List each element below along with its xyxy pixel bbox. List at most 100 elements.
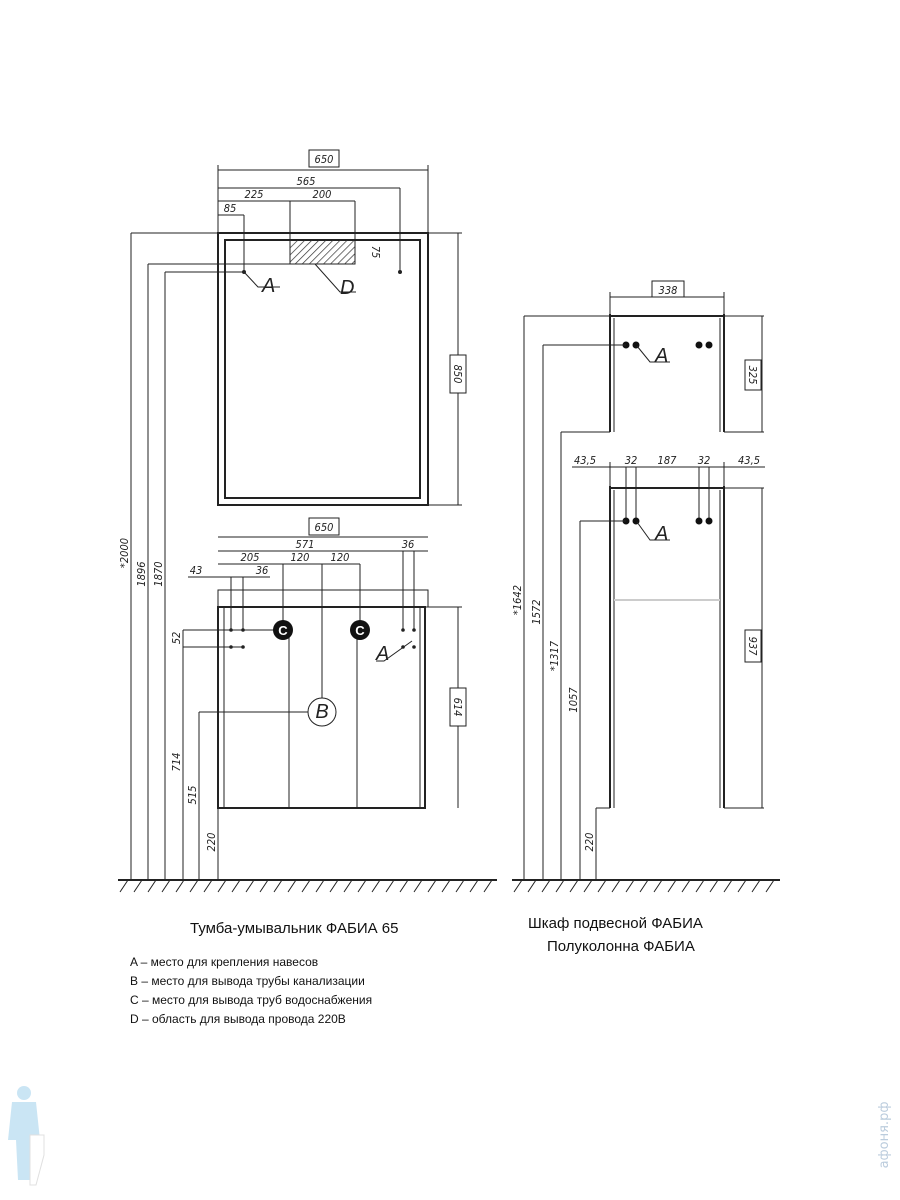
vanity-width: 650 [315, 521, 334, 534]
label-a: A [654, 345, 668, 367]
caption-vanity: Тумба-умывальник ФАБИА 65 [190, 920, 398, 937]
legend-item: D – область для вывода провода 220В [130, 1012, 346, 1026]
floor-hatch [385, 879, 395, 893]
dim-187: 187 [658, 454, 678, 467]
dim-571: 571 [296, 538, 315, 551]
label-a: A [375, 643, 389, 665]
floor-hatch [667, 879, 677, 893]
height-1572: 1572 [530, 599, 543, 624]
dim-43: 43 [190, 564, 203, 577]
dim-565: 565 [297, 175, 316, 188]
floor-hatch [161, 879, 171, 893]
floor-hatch [639, 879, 649, 893]
mirror-width: 650 [315, 153, 334, 166]
floor-hatch [527, 879, 537, 893]
floor-hatch [287, 879, 297, 893]
floor-hatch [611, 879, 621, 893]
height-714: 714 [170, 753, 183, 772]
floor-hatch [541, 879, 551, 893]
height-52: 52 [170, 632, 183, 645]
floor-hatch [653, 879, 663, 893]
legend-item: B – место для вывода трубы канализации [130, 974, 365, 988]
floor-hatch [259, 879, 269, 893]
legend: A – место для крепления навесов B – мест… [130, 955, 372, 1026]
legend-item: C – место для вывода труб водоснабжения [130, 993, 372, 1007]
floor-hatch [765, 879, 775, 893]
floor-hatch [133, 879, 143, 893]
dim-32: 32 [698, 454, 711, 467]
column-height: 937 [746, 637, 759, 657]
floor-hatch [217, 879, 227, 893]
height-1057: 1057 [567, 687, 580, 713]
dim-36: 36 [256, 564, 269, 577]
water-outlet-c-right: C [350, 620, 370, 640]
svg-text:C: C [355, 623, 365, 638]
caption-wall-cabinet: Шкаф подвесной ФАБИА [528, 915, 703, 932]
cabinet-height: 325 [746, 366, 759, 385]
floor-hatch [427, 879, 437, 893]
floor-hatch [625, 879, 635, 893]
legend-item: A – место для крепления навесов [130, 955, 318, 969]
floor-hatch [203, 879, 213, 893]
half-column: 43,5 32 187 32 43,5 A 937 *1642 1572 *13… [511, 315, 780, 893]
floor-hatch [315, 879, 325, 893]
mirror-height: 850 [451, 365, 464, 384]
height-220: 220 [583, 833, 596, 852]
floor-hatch [189, 879, 199, 893]
floor-hatch [569, 879, 579, 893]
dim-43-5: 43,5 [574, 454, 596, 467]
floor-hatch [555, 879, 565, 893]
floor-hatch [723, 879, 733, 893]
floor-hatch [441, 879, 451, 893]
floor-hatch [175, 879, 185, 893]
water-outlet-c-left: C [273, 620, 293, 640]
floor-hatch [597, 879, 607, 893]
height-2000: *2000 [118, 538, 131, 568]
dim-205: 205 [241, 551, 260, 564]
dim-32: 32 [625, 454, 638, 467]
floor-hatch [513, 879, 523, 893]
watermark-text: афоня.рф [877, 1102, 892, 1169]
height-515: 515 [186, 786, 199, 805]
plumber-logo [8, 1086, 45, 1186]
mirror: 650 565 225 200 85 75 A D 850 [217, 149, 467, 506]
floor-hatch [455, 879, 465, 893]
svg-text:C: C [278, 623, 288, 638]
dim-200: 200 [313, 188, 332, 201]
floor-hatch [329, 879, 339, 893]
label-a: A [654, 523, 668, 545]
dim-36: 36 [402, 538, 415, 551]
height-220: 220 [205, 833, 218, 852]
dim-85: 85 [224, 202, 237, 215]
cabinet-width: 338 [659, 284, 678, 297]
height-1870: 1870 [152, 561, 165, 586]
floor-hatch [681, 879, 691, 893]
floor-hatch [751, 879, 761, 893]
wall-cabinet: 338 A 325 [609, 280, 764, 433]
caption-half-column: Полуколонна ФАБИА [547, 938, 695, 955]
floor-hatch [245, 879, 255, 893]
floor-hatch [695, 879, 705, 893]
floor-hatch [231, 879, 241, 893]
dim-120: 120 [291, 551, 310, 564]
height-1896: 1896 [135, 561, 148, 586]
height-1317: *1317 [548, 640, 561, 671]
dim-75: 75 [369, 246, 382, 259]
floor-hatch [357, 879, 367, 893]
floor-hatch [469, 879, 479, 893]
floor-hatch [119, 879, 129, 893]
label-b: B [315, 701, 328, 723]
dim-120: 120 [331, 551, 350, 564]
label-a: A [261, 275, 275, 297]
vanity: 650 571 36 205 120 120 43 36 C C A [118, 232, 497, 893]
dim-225: 225 [245, 188, 264, 201]
floor-hatch [301, 879, 311, 893]
floor-hatch [709, 879, 719, 893]
floor-hatch [737, 879, 747, 893]
label-d: D [340, 277, 354, 299]
floor-hatch [371, 879, 381, 893]
floor-hatch [147, 879, 157, 893]
floor-hatch [343, 879, 353, 893]
vanity-height: 614 [451, 698, 464, 717]
